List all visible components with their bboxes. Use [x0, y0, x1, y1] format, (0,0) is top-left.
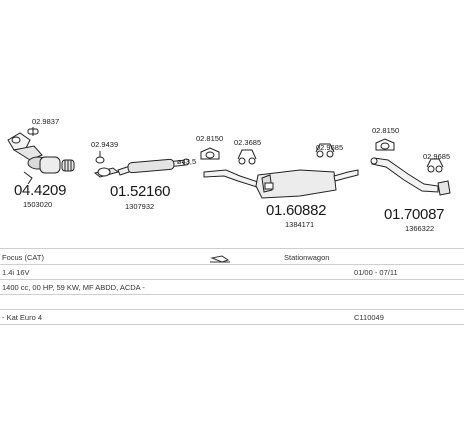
oem-1366322: 1366322 [405, 224, 435, 233]
oem-1503020: 1503020 [23, 200, 53, 209]
oem-1307932: 1307932 [125, 202, 155, 211]
part-ref-9837: 02.9837 [32, 117, 60, 126]
hanger-8150-drawing [200, 147, 220, 160]
body-type-label: Stationwagon [284, 253, 330, 262]
front-pipe-drawing [93, 158, 190, 178]
diameter-label: ø43,5 [177, 157, 197, 166]
code-label: C110049 [354, 313, 384, 322]
engine-label: 1.4i 16V [2, 268, 30, 277]
hanger-3685-drawing [237, 149, 257, 165]
table-row-engine: 1.4i 16V 01/00 - 07/11 [0, 264, 464, 280]
flex-pipe-drawing [61, 159, 75, 172]
part-ref-8150: 02.8150 [196, 134, 224, 143]
rear-pipe-drawing [370, 157, 451, 196]
part-code-04-4209: 04.4209 [14, 182, 67, 199]
hanger-8150b-drawing [375, 138, 395, 151]
model-label: Focus (CAT) [2, 253, 44, 262]
middle-silencer-drawing [203, 169, 359, 199]
part-ref-9685: 02.9685 [316, 143, 344, 152]
catalyst-label: - Kat Euro 4 [2, 313, 43, 322]
part-code-01-60882: 01.60882 [266, 202, 327, 219]
table-row-model: Focus (CAT) Stationwagon [0, 248, 464, 265]
hanger-9685b-drawing [426, 158, 444, 173]
clamp-9837-drawing [27, 127, 39, 136]
period-label: 01/00 - 07/11 [354, 268, 398, 277]
spec-label: 1400 cc, 00 HP, 59 KW, MF ABDD, ACDA - [2, 283, 145, 292]
part-ref-8150-b: 02.8150 [372, 126, 400, 135]
oem-1384171: 1384171 [285, 220, 315, 229]
pipe-icon [210, 255, 230, 263]
table-row-spec: 1400 cc, 00 HP, 59 KW, MF ABDD, ACDA - [0, 279, 464, 295]
catalytic-converter-drawing [7, 132, 61, 185]
part-code-01-70087: 01.70087 [384, 206, 445, 223]
part-code-01-52160: 01.52160 [110, 183, 171, 200]
clamp-9439-drawing [95, 151, 105, 164]
part-ref-9439: 02.9439 [91, 140, 119, 149]
table-row-blank [0, 294, 464, 310]
table-row-catalyst: - Kat Euro 4 C110049 [0, 309, 464, 325]
part-ref-3685: 02.3685 [234, 138, 262, 147]
part-ref-9685-b: 02.9685 [423, 152, 451, 161]
hanger-9685-drawing [315, 143, 335, 158]
